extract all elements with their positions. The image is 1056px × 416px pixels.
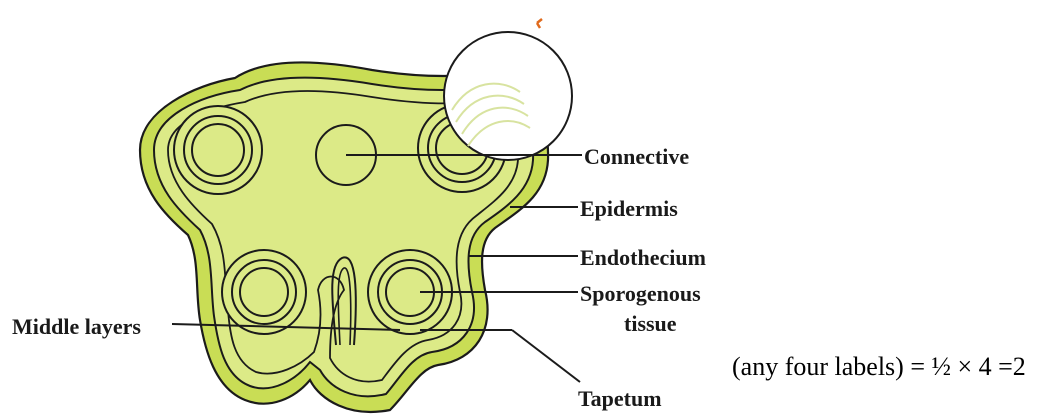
label-middle-layers: Middle layers — [12, 316, 141, 338]
magnifier — [444, 19, 572, 160]
label-tapetum: Tapetum — [578, 388, 662, 410]
label-endothecium: Endothecium — [580, 247, 706, 269]
label-epidermis: Epidermis — [580, 198, 678, 220]
tapetum-leader-diag — [512, 330, 580, 382]
label-sporogenous: Sporogenous — [580, 283, 701, 305]
pollen-sac-bottom-left — [222, 250, 306, 334]
label-tissue: tissue — [624, 313, 677, 335]
magnifier-marker — [537, 19, 542, 28]
pollen-sac-top-left — [174, 106, 262, 194]
label-connective: Connective — [584, 146, 689, 168]
marks-note: (any four labels) = ½ × 4 =2 — [732, 354, 1026, 380]
